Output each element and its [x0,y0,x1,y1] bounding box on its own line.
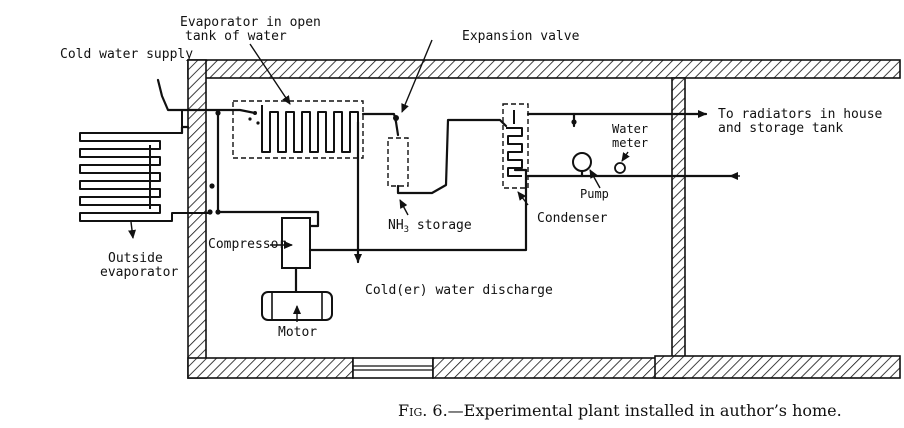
evaporator-tank [232,100,364,159]
nh3-storage-tank [387,137,409,187]
water-meter [614,162,626,174]
condenser [502,103,529,189]
label-pump: Pump [580,187,609,201]
motor [261,291,333,322]
pump [572,152,592,172]
outside-evaporator-inlet [180,125,190,135]
condenser-pointer [517,191,529,206]
label-outside-evaporator-2: evaporator [100,265,178,280]
label-cold-water-supply: Cold water supply [60,47,193,62]
expansion-valve-pointer [401,39,433,113]
label-evaporator-tank-2: tank of water [185,29,287,44]
figure-caption: Fig. 6.—Experimental plant installed in … [398,401,842,420]
caption-text: —Experimental plant installed in author’… [448,401,842,420]
label-water-meter-2: meter [612,136,648,150]
compressor-to-condenser-pipe [308,168,528,252]
water-meter-pointer [621,151,630,162]
evaporator-to-valve-pipe [361,112,398,124]
label-motor: Motor [278,325,317,340]
expansion-valve [393,115,399,121]
label-evaporator-tank-1: Evaporator in open [180,15,321,30]
storage-to-condenser-pipe [396,118,508,195]
label-compressor: Compressor [208,237,286,252]
cold-water-supply-pipe [156,78,257,115]
outside-evaporator-pointer [128,221,136,239]
label-nh3-storage: NH3 storage [388,218,472,235]
evaporator-tank-pointer [249,43,291,105]
caption-fig: Fig. 6. [398,401,448,420]
label-outside-evaporator-1: Outside [108,251,163,266]
suction-pipe [216,210,320,228]
label-to-radiators-1: To radiators in house [718,107,883,122]
label-condenser: Condenser [537,211,608,226]
label-to-radiators-2: and storage tank [718,121,843,136]
valve-stem [394,120,400,137]
label-water-meter-1: Water [612,122,648,136]
label-expansion-valve: Expansion valve [462,29,580,44]
label-discharge: Cold(er) water discharge [365,283,553,298]
nh3-storage-pointer [399,199,409,216]
pump-pointer [589,169,601,189]
building-walls [187,59,901,379]
